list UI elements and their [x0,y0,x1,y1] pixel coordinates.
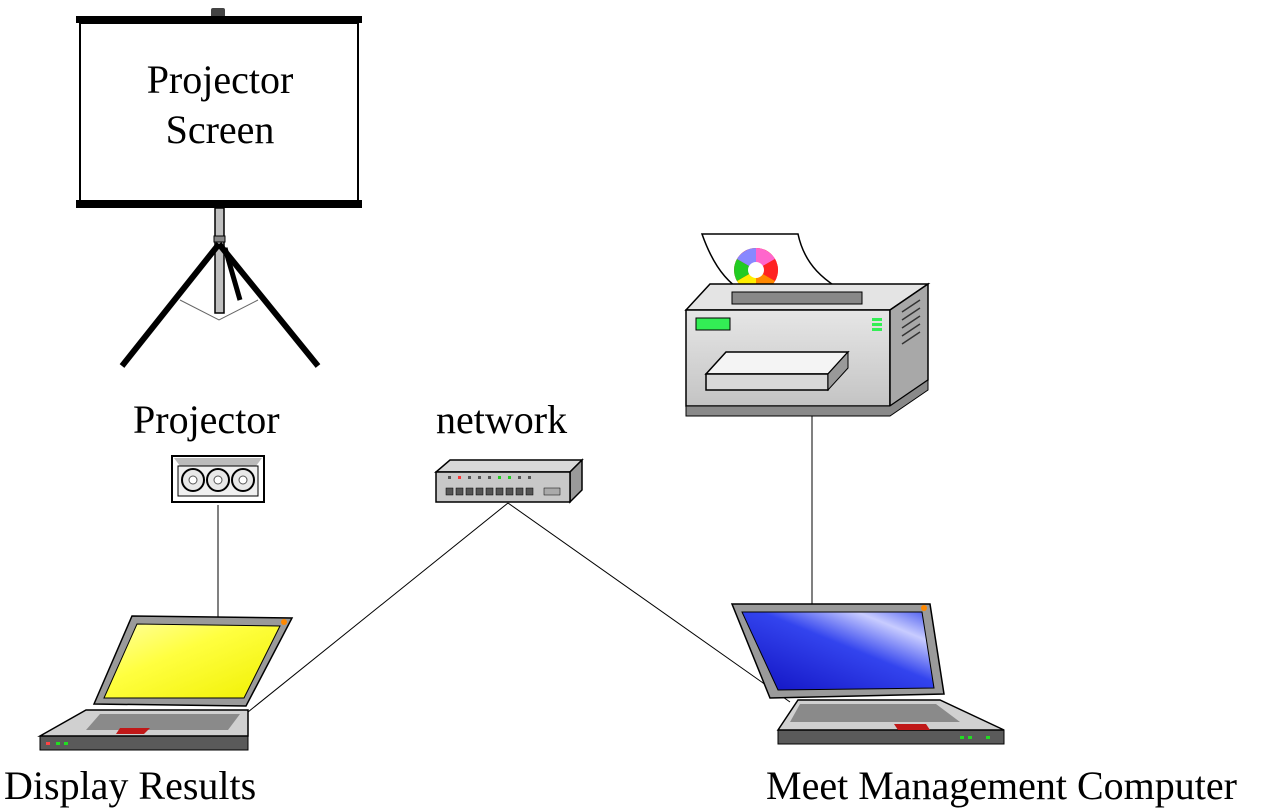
network-switch-icon [433,458,584,504]
projector-icon [171,455,265,503]
projector-screen-title-line2: Screen [165,107,275,152]
display-laptop-icon [37,615,294,751]
projector-screen-title-line1: Projector [146,57,294,102]
meet-management-computer-label: Meet Management Computer [766,763,1237,808]
network-label: network [436,397,568,442]
printer-vent-icon [901,299,921,345]
switch-ports [445,487,561,496]
projector-label: Projector [133,397,280,442]
projector-screen-icon [76,8,362,368]
display-results-label: Display Results [4,763,257,808]
network-to-display-link [247,502,509,713]
switch-status-leds [448,476,531,479]
meet-laptop-icon [730,603,1005,745]
network-to-meet-link [507,502,791,703]
meet-laptop-screen [741,611,935,691]
connections [217,414,813,713]
printer-display-icon [695,317,731,331]
display-laptop-screen [103,623,281,699]
printer-icon [684,233,931,417]
